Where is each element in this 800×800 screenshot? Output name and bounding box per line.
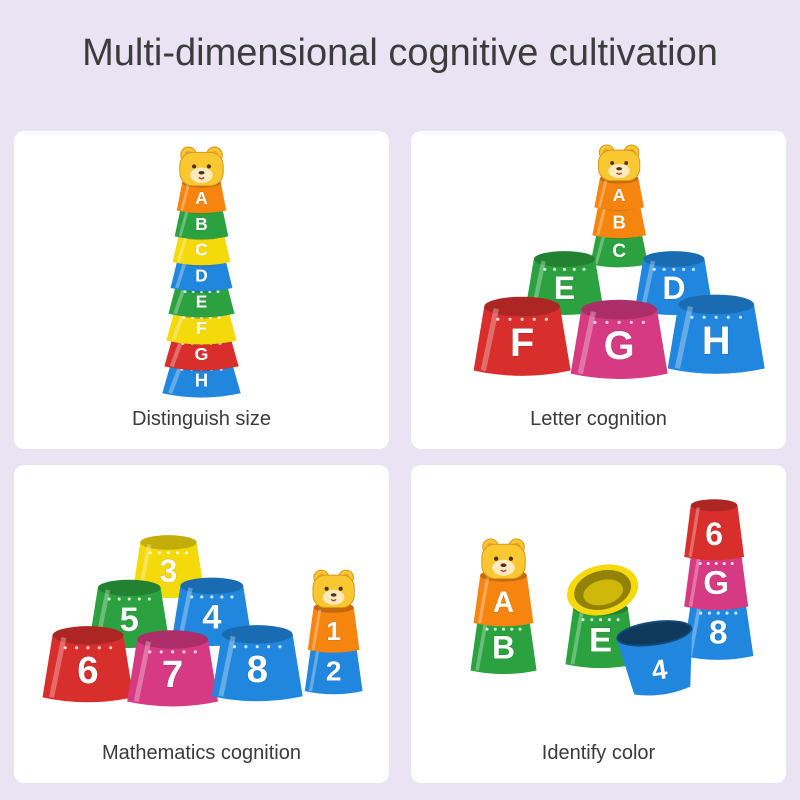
svg-text:A: A	[613, 185, 626, 205]
bear-head-icon	[481, 538, 526, 580]
cup-yellow	[567, 564, 639, 616]
svg-text:D: D	[195, 266, 207, 286]
svg-text:2: 2	[326, 656, 342, 687]
panel-caption-letter-cognition: Letter cognition	[530, 408, 667, 430]
svg-text:C: C	[612, 241, 626, 262]
svg-text:E: E	[554, 270, 575, 306]
cup-6: 6	[42, 626, 134, 703]
cup-2: 2	[304, 639, 363, 695]
svg-text:B: B	[492, 630, 515, 666]
svg-text:D: D	[662, 270, 685, 306]
cup-A: A	[176, 177, 227, 214]
svg-text:A: A	[195, 188, 208, 208]
cup-8: 8	[211, 625, 303, 702]
page-title: Multi-dimensional cognitive cultivation	[82, 32, 718, 74]
cup-7: 7	[127, 630, 219, 707]
cup-4: 4	[616, 620, 693, 696]
svg-text:8: 8	[247, 648, 268, 691]
svg-text:G: G	[195, 344, 209, 364]
bear-head-icon	[597, 144, 641, 182]
svg-text:6: 6	[705, 516, 723, 552]
svg-text:B: B	[612, 211, 625, 232]
cup-1: 1	[307, 602, 360, 653]
panel-caption-identify-color: Identify color	[541, 742, 656, 764]
svg-text:4: 4	[202, 599, 222, 637]
bear-head-icon	[179, 146, 224, 187]
svg-text:A: A	[493, 586, 514, 619]
svg-text:F: F	[510, 321, 534, 365]
svg-text:C: C	[195, 240, 207, 260]
cup-F: F	[473, 296, 571, 376]
cup-stack-illustration: 8 G 6BA E 4	[470, 499, 754, 696]
svg-text:5: 5	[120, 601, 139, 639]
panel-caption-distinguish-size: Distinguish size	[132, 408, 271, 430]
panel-caption-mathematics-cognition: Mathematics cognition	[102, 742, 301, 764]
svg-text:H: H	[195, 369, 208, 390]
cup-H: H	[667, 294, 765, 374]
svg-text:H: H	[702, 319, 731, 363]
svg-text:E: E	[589, 621, 612, 659]
svg-text:3: 3	[160, 553, 178, 589]
cup-stack-illustration: CBA E D F G H	[473, 144, 765, 379]
cup-stack-illustration: 35 4 6 7 8 2 1	[42, 535, 363, 707]
svg-text:E: E	[196, 291, 208, 311]
svg-text:6: 6	[77, 649, 98, 692]
cup-6: 6	[684, 499, 745, 561]
svg-text:4: 4	[650, 653, 670, 686]
svg-text:B: B	[195, 214, 207, 234]
cup-G: G	[570, 299, 668, 379]
svg-text:G: G	[703, 565, 729, 602]
svg-text:8: 8	[709, 615, 728, 652]
svg-text:1: 1	[326, 616, 341, 646]
cup-C: C	[590, 227, 649, 268]
bear-head-icon	[312, 569, 355, 609]
product-infographic: Multi-dimensional cognitive cultivation …	[14, 32, 786, 783]
svg-text:F: F	[196, 318, 207, 338]
svg-text:7: 7	[162, 653, 183, 696]
svg-text:G: G	[604, 324, 635, 368]
